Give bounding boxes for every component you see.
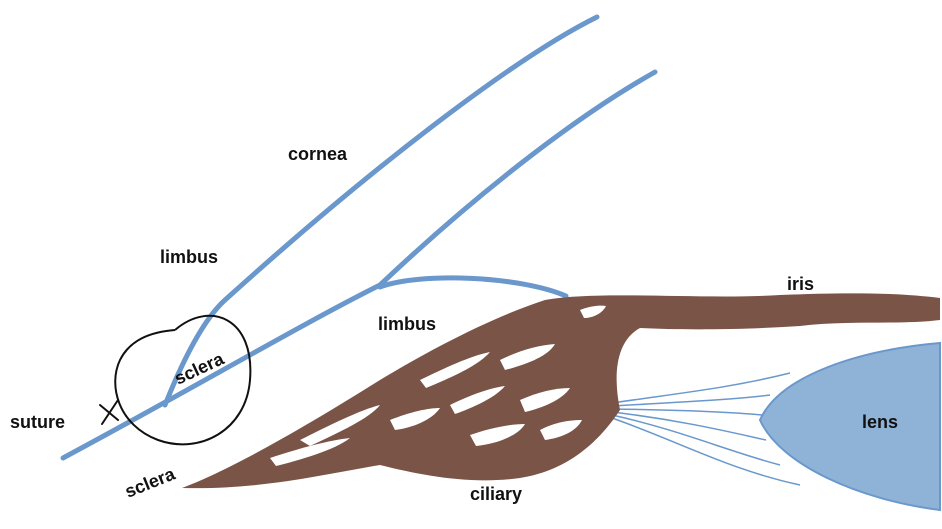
limbus-arc xyxy=(380,278,566,296)
iris-label: iris xyxy=(787,274,814,294)
cornea-label: cornea xyxy=(288,144,348,164)
sclera-lower-label: sclera xyxy=(122,463,179,501)
ciliary-label: ciliary xyxy=(470,484,522,504)
limbus-outer-label: limbus xyxy=(160,247,218,267)
suture-mark-icon xyxy=(100,400,118,424)
limbus-inner-label: limbus xyxy=(378,314,436,334)
lens-label: lens xyxy=(862,412,898,432)
lens-shape xyxy=(760,343,940,510)
suture-label: suture xyxy=(10,412,65,432)
